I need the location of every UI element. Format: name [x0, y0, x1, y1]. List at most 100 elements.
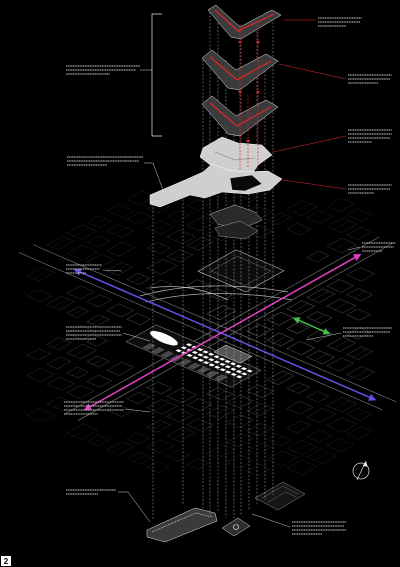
city-block [286, 222, 312, 236]
city-block-divider [93, 218, 106, 226]
city-block-divider [334, 220, 350, 230]
city-block [266, 212, 292, 226]
city-block [146, 419, 172, 433]
city-block [126, 451, 153, 465]
city-block [346, 208, 374, 222]
city-block [146, 241, 172, 255]
tower-floor-upper [207, 4, 282, 40]
city-block-divider [192, 460, 204, 468]
leader-line-red [278, 63, 347, 80]
green-axis-arrow [292, 317, 331, 335]
city-block [26, 289, 53, 303]
annotation-left-5 [64, 401, 124, 415]
city-block-divider [334, 241, 350, 250]
city-block [246, 422, 273, 437]
leader-lines [102, 19, 361, 528]
city-block [46, 356, 72, 370]
north-arrow-icon [352, 460, 370, 481]
leader-line [347, 246, 361, 251]
city-block-divider [74, 426, 91, 437]
city-block-divider [192, 201, 204, 209]
city-block-divider [173, 429, 190, 440]
city-block [166, 408, 194, 423]
red-down-arrow-icon [238, 91, 242, 94]
city-block-divider [52, 339, 66, 348]
leader-line [102, 269, 123, 272]
city-block [226, 454, 254, 469]
leader-line-red [282, 179, 347, 190]
annotation-left-1 [66, 65, 140, 75]
underground-block [254, 481, 306, 511]
annotation-right-3 [348, 129, 392, 143]
north-arrow-ring [352, 462, 370, 480]
city-block [246, 224, 273, 238]
city-block [346, 408, 373, 421]
tower-floor-upper-circulation [214, 9, 275, 32]
city-block [246, 463, 271, 476]
red-down-arrow-icon [256, 91, 260, 94]
annotations [64, 17, 396, 535]
city-block [246, 442, 273, 456]
city-block [306, 407, 337, 424]
city-block-divider [133, 454, 146, 462]
city-block [326, 217, 358, 234]
annotation-left-3 [66, 264, 102, 274]
city-block [126, 432, 150, 445]
city-block-divider [174, 233, 188, 241]
city-block-divider [233, 198, 247, 207]
city-block [106, 441, 135, 456]
city-block-divider [153, 442, 168, 451]
city-block [346, 425, 374, 440]
city-block-divider [273, 436, 285, 443]
city-block-divider [74, 227, 90, 237]
city-block-divider [114, 227, 127, 235]
city-block [326, 438, 355, 453]
city-block-divider [314, 452, 329, 461]
red-down-arrow-icon [256, 41, 260, 44]
city-block [266, 433, 292, 446]
annotation-right-6 [343, 327, 392, 337]
leader-line [251, 513, 291, 528]
city-block [346, 226, 373, 241]
tower-floor-middle-circulation [209, 56, 272, 81]
city-block [166, 210, 190, 222]
underground-block-detail [267, 491, 297, 503]
city-block [226, 414, 254, 429]
city-block [186, 216, 216, 232]
city-block-divider [152, 422, 166, 431]
plaza-deck-void [229, 174, 263, 192]
city-block [66, 423, 99, 440]
underground-block-detail [261, 485, 299, 499]
city-block [306, 210, 333, 224]
leader-line [118, 491, 151, 523]
red-circulation-lines [238, 24, 260, 170]
leader-line [124, 408, 151, 413]
page-number: 2 [4, 557, 9, 566]
annotation-right-2 [348, 74, 392, 84]
city-block-divider [53, 298, 69, 308]
city-block-divider [52, 238, 69, 248]
plaza-deck [149, 163, 283, 208]
tower-bracket [151, 13, 162, 137]
annotation-left-2 [67, 156, 143, 166]
axis-arrows [73, 253, 377, 411]
annotation-right-4 [348, 184, 392, 194]
red-down-arrow-icon [246, 140, 250, 143]
annotation-right-5 [362, 242, 396, 252]
city-block [306, 448, 337, 465]
lower-deck-plate [209, 204, 263, 231]
annotation-left-4 [66, 326, 122, 340]
tower-floor-lower-circulation [209, 102, 272, 127]
city-block [126, 211, 153, 225]
city-block [166, 449, 190, 462]
annotation-right-1 [318, 17, 362, 27]
city-block [46, 337, 72, 350]
city-block-divider [32, 269, 49, 279]
leader-line [122, 332, 151, 342]
city-block [186, 199, 210, 211]
city-block [286, 200, 318, 216]
city-block [286, 459, 318, 476]
city-block [186, 418, 214, 432]
